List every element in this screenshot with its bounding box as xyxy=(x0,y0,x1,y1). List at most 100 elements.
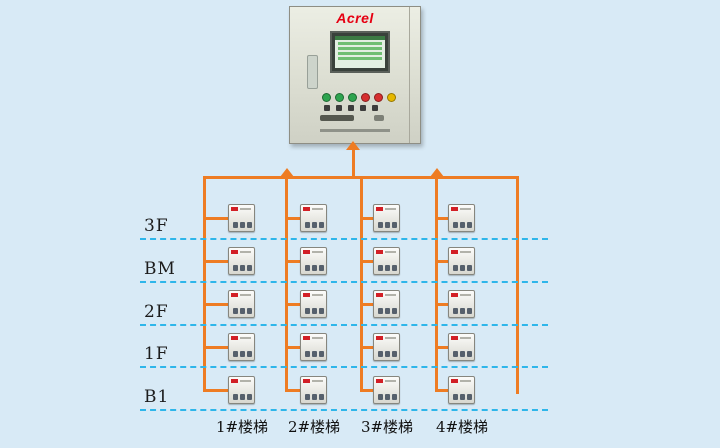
device-label-line xyxy=(240,208,251,210)
bus-stub xyxy=(203,260,228,263)
bus-stub xyxy=(435,217,448,220)
device-indicator xyxy=(376,379,383,383)
bus-riser-line xyxy=(352,150,355,178)
monitor-device-r3-c2 xyxy=(300,290,327,318)
bus-stub xyxy=(285,260,300,263)
floor-label-1f: 1F xyxy=(144,344,169,364)
device-label-line xyxy=(385,380,396,382)
bus-stub xyxy=(360,389,373,392)
device-label-line xyxy=(385,208,396,210)
monitor-device-r1-c3 xyxy=(373,204,400,232)
device-label-line xyxy=(240,380,251,382)
up-arrow-icon xyxy=(280,168,294,177)
monitor-device-r5-c2 xyxy=(300,376,327,404)
bus-stub xyxy=(435,389,448,392)
device-indicator xyxy=(376,207,383,211)
bus-stub xyxy=(203,389,228,392)
monitor-device-r4-c4 xyxy=(448,333,475,361)
device-buttons xyxy=(305,308,324,314)
device-buttons xyxy=(305,265,324,271)
device-indicator xyxy=(231,293,238,297)
door-lock xyxy=(374,115,384,121)
device-label-line xyxy=(312,380,323,382)
device-buttons xyxy=(233,222,252,228)
bus-stub xyxy=(203,217,228,220)
monitor-device-r2-c3 xyxy=(373,247,400,275)
bus-stub xyxy=(360,303,373,306)
device-buttons xyxy=(453,222,472,228)
bus-column-line-1 xyxy=(203,176,206,392)
bus-column-line-3 xyxy=(360,176,363,392)
bus-return-line xyxy=(516,176,519,394)
bus-stub xyxy=(285,303,300,306)
printer-slot xyxy=(320,115,354,121)
device-label-line xyxy=(385,337,396,339)
bus-stub xyxy=(285,389,300,392)
device-buttons xyxy=(453,265,472,271)
device-buttons xyxy=(305,351,324,357)
device-buttons xyxy=(378,394,397,400)
monitor-device-r3-c4 xyxy=(448,290,475,318)
bus-stub xyxy=(285,217,300,220)
device-label-line xyxy=(240,337,251,339)
device-buttons xyxy=(453,394,472,400)
device-indicator xyxy=(451,336,458,340)
floor-divider-line xyxy=(140,238,548,240)
monitor-device-r5-c1 xyxy=(228,376,255,404)
lcd-display xyxy=(335,36,385,68)
floor-divider-line xyxy=(140,281,548,283)
glass-tube xyxy=(307,55,318,89)
device-buttons xyxy=(233,394,252,400)
bus-stub xyxy=(360,217,373,220)
floor-label-b1: B1 xyxy=(144,387,170,407)
device-indicator xyxy=(303,250,310,254)
device-label-line xyxy=(460,294,471,296)
monitor-device-r3-c1 xyxy=(228,290,255,318)
bus-stub xyxy=(435,303,448,306)
device-label-line xyxy=(312,208,323,210)
device-label-line xyxy=(460,380,471,382)
device-indicator xyxy=(451,293,458,297)
floor-label-2f: 2F xyxy=(144,302,169,322)
monitor-device-r3-c3 xyxy=(373,290,400,318)
device-label-line xyxy=(312,294,323,296)
device-label-line xyxy=(240,294,251,296)
device-indicator xyxy=(231,379,238,383)
bus-stub xyxy=(285,346,300,349)
monitor-device-r1-c4 xyxy=(448,204,475,232)
bus-stub xyxy=(203,303,228,306)
cabinet-door-seam xyxy=(409,7,410,143)
indicator-lights xyxy=(322,93,396,102)
device-indicator xyxy=(231,250,238,254)
device-label-line xyxy=(312,337,323,339)
floor-divider-line xyxy=(140,409,548,411)
device-label-line xyxy=(240,251,251,253)
device-buttons xyxy=(378,265,397,271)
monitor-device-r4-c3 xyxy=(373,333,400,361)
device-label-line xyxy=(460,208,471,210)
monitor-device-r1-c1 xyxy=(228,204,255,232)
device-buttons xyxy=(305,222,324,228)
monitor-device-r2-c1 xyxy=(228,247,255,275)
brand-logo: Acrel xyxy=(336,10,374,26)
up-arrow-icon xyxy=(346,141,360,150)
bus-stub xyxy=(203,346,228,349)
device-indicator xyxy=(303,293,310,297)
device-indicator xyxy=(451,207,458,211)
device-indicator xyxy=(376,250,383,254)
bus-column-line-2 xyxy=(285,176,288,392)
control-buttons xyxy=(324,105,378,111)
monitor-device-r2-c4 xyxy=(448,247,475,275)
bus-stub xyxy=(435,260,448,263)
stair-label-3: 3#楼梯 xyxy=(360,418,414,436)
nameplate-text-line xyxy=(320,129,390,132)
device-indicator xyxy=(231,336,238,340)
floor-label-bm: BM xyxy=(144,259,176,279)
floor-divider-line xyxy=(140,366,548,368)
device-buttons xyxy=(378,308,397,314)
floor-divider-line xyxy=(140,324,548,326)
monitor-device-r1-c2 xyxy=(300,204,327,232)
stair-label-2: 2#楼梯 xyxy=(287,418,341,436)
device-buttons xyxy=(233,308,252,314)
